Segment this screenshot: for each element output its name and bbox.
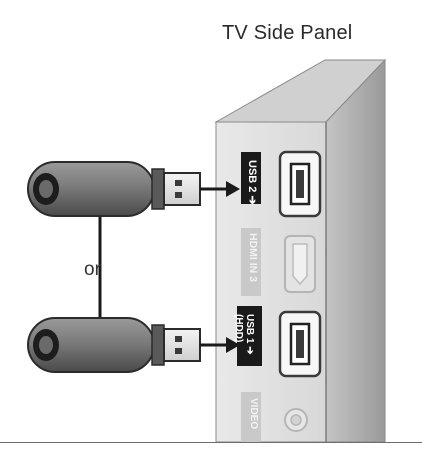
usb2-port[interactable] (278, 150, 322, 218)
arrow-icon (200, 181, 240, 197)
panel-side-face (325, 58, 386, 443)
usb1-port-label-line1: USB 1 ➔ (244, 314, 255, 355)
usb1-label-box (237, 306, 262, 366)
diagram-title: TV Side Panel (222, 22, 353, 44)
hdmi3-port-label: HDMI IN 3 (247, 233, 259, 283)
video-port (284, 408, 308, 432)
usb1-port-label: USB 1 ➔ (HDD) (233, 314, 255, 355)
or-label: or (84, 259, 101, 280)
video-port-label: VIDEO (248, 398, 259, 430)
usb2-port-label: USB 2 ➔ (246, 160, 258, 205)
arrow-icon (200, 337, 240, 353)
usb-flash-drive-icon[interactable] (27, 161, 201, 217)
usb2-label-box (241, 152, 261, 204)
hdmi3-label-box (241, 228, 261, 296)
hdmi3-port (284, 235, 316, 293)
usb1-port-label-line2: (HDD) (233, 314, 244, 343)
video-label-box (241, 392, 261, 442)
usb1-port[interactable] (278, 310, 322, 378)
tv-panel (214, 58, 387, 443)
bottom-divider (0, 442, 422, 443)
usb-flash-drive-icon[interactable] (27, 317, 201, 373)
